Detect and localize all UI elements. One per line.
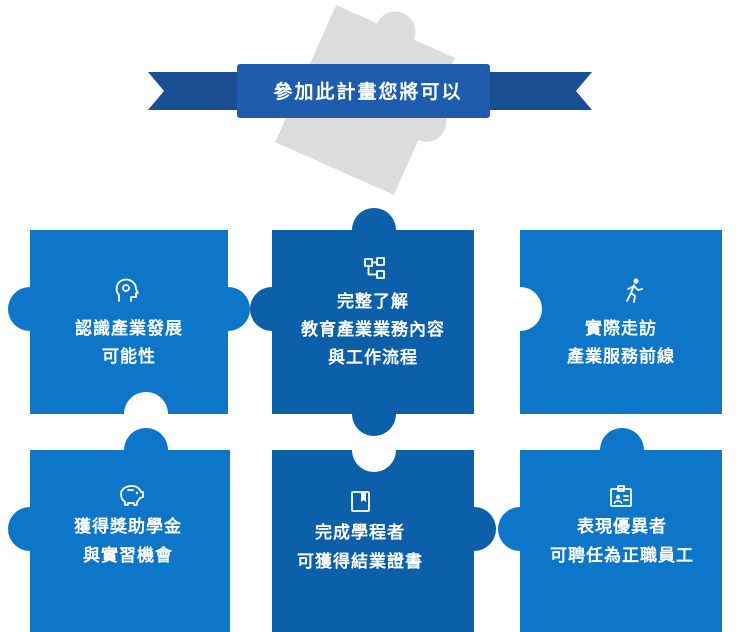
piece-label-line: 產業服務前線 — [567, 346, 675, 367]
piece-label-line: 與實習機會 — [83, 545, 173, 566]
certificate-icon — [351, 491, 370, 512]
puzzle-piece-industry-development: 認識產業發展可能性 — [8, 230, 250, 414]
svg-text:實際走訪產業服務前線: 實際走訪產業服務前線 — [567, 318, 675, 367]
svg-text:完成學程者可獲得結業證書: 完成學程者可獲得結業證書 — [297, 522, 423, 572]
puzzle-piece-shape — [8, 428, 230, 632]
banner-right-tail — [478, 72, 592, 110]
head-gear-icon — [115, 278, 139, 302]
banner-left-tail — [148, 72, 250, 110]
banner: 參加此計畫您將可以 — [148, 64, 592, 118]
puzzle-piece-shape — [272, 450, 496, 632]
piece-label-line: 完成學程者 — [315, 522, 405, 543]
puzzle-piece-certificate: 完成學程者可獲得結業證書 — [272, 450, 496, 632]
piece-label-line: 可能性 — [102, 346, 156, 367]
piece-label-line: 教育產業業務內容 — [300, 319, 445, 340]
piggy-bank-icon — [120, 485, 144, 506]
piece-label-line: 實際走訪 — [585, 318, 657, 339]
piece-label-line: 與工作流程 — [328, 347, 418, 368]
puzzle-piece-site-visit: 實際走訪產業服務前線 — [520, 230, 722, 414]
puzzle-piece-full-time-hire: 表現優異者可聘任為正職員工 — [498, 428, 722, 632]
svg-text:完整了解教育產業業務內容與工作流程: 完整了解教育產業業務內容與工作流程 — [300, 291, 445, 368]
banner-title: 參加此計畫您將可以 — [273, 80, 462, 103]
puzzle-piece-shape — [498, 428, 722, 632]
flowchart-icon — [364, 257, 385, 279]
svg-text:認識產業發展可能性: 認識產業發展可能性 — [75, 318, 183, 367]
puzzle-piece-business-workflow: 完整了解教育產業業務內容與工作流程 — [250, 208, 474, 436]
puzzle-piece-shape — [520, 230, 722, 414]
svg-text:獲得獎助學金與實習機會: 獲得獎助學金與實習機會 — [74, 516, 182, 566]
puzzle-piece-shape — [8, 230, 250, 414]
piece-label-line: 完整了解 — [337, 291, 409, 312]
piece-label-line: 表現優異者 — [577, 516, 667, 537]
piece-label-line: 可獲得結業證書 — [297, 551, 423, 572]
svg-text:表現優異者可聘任為正職員工: 表現優異者可聘任為正職員工 — [550, 516, 694, 566]
puzzle-piece-shape — [250, 208, 474, 436]
puzzle-piece-scholarship: 獲得獎助學金與實習機會 — [8, 428, 230, 632]
piece-label-line: 可聘任為正職員工 — [550, 545, 694, 566]
id-badge-icon — [610, 485, 632, 507]
piece-label-line: 獲得獎助學金 — [74, 516, 182, 537]
banner-front — [237, 64, 490, 118]
piece-label-line: 認識產業發展 — [75, 318, 183, 339]
running-person-icon — [626, 278, 643, 303]
